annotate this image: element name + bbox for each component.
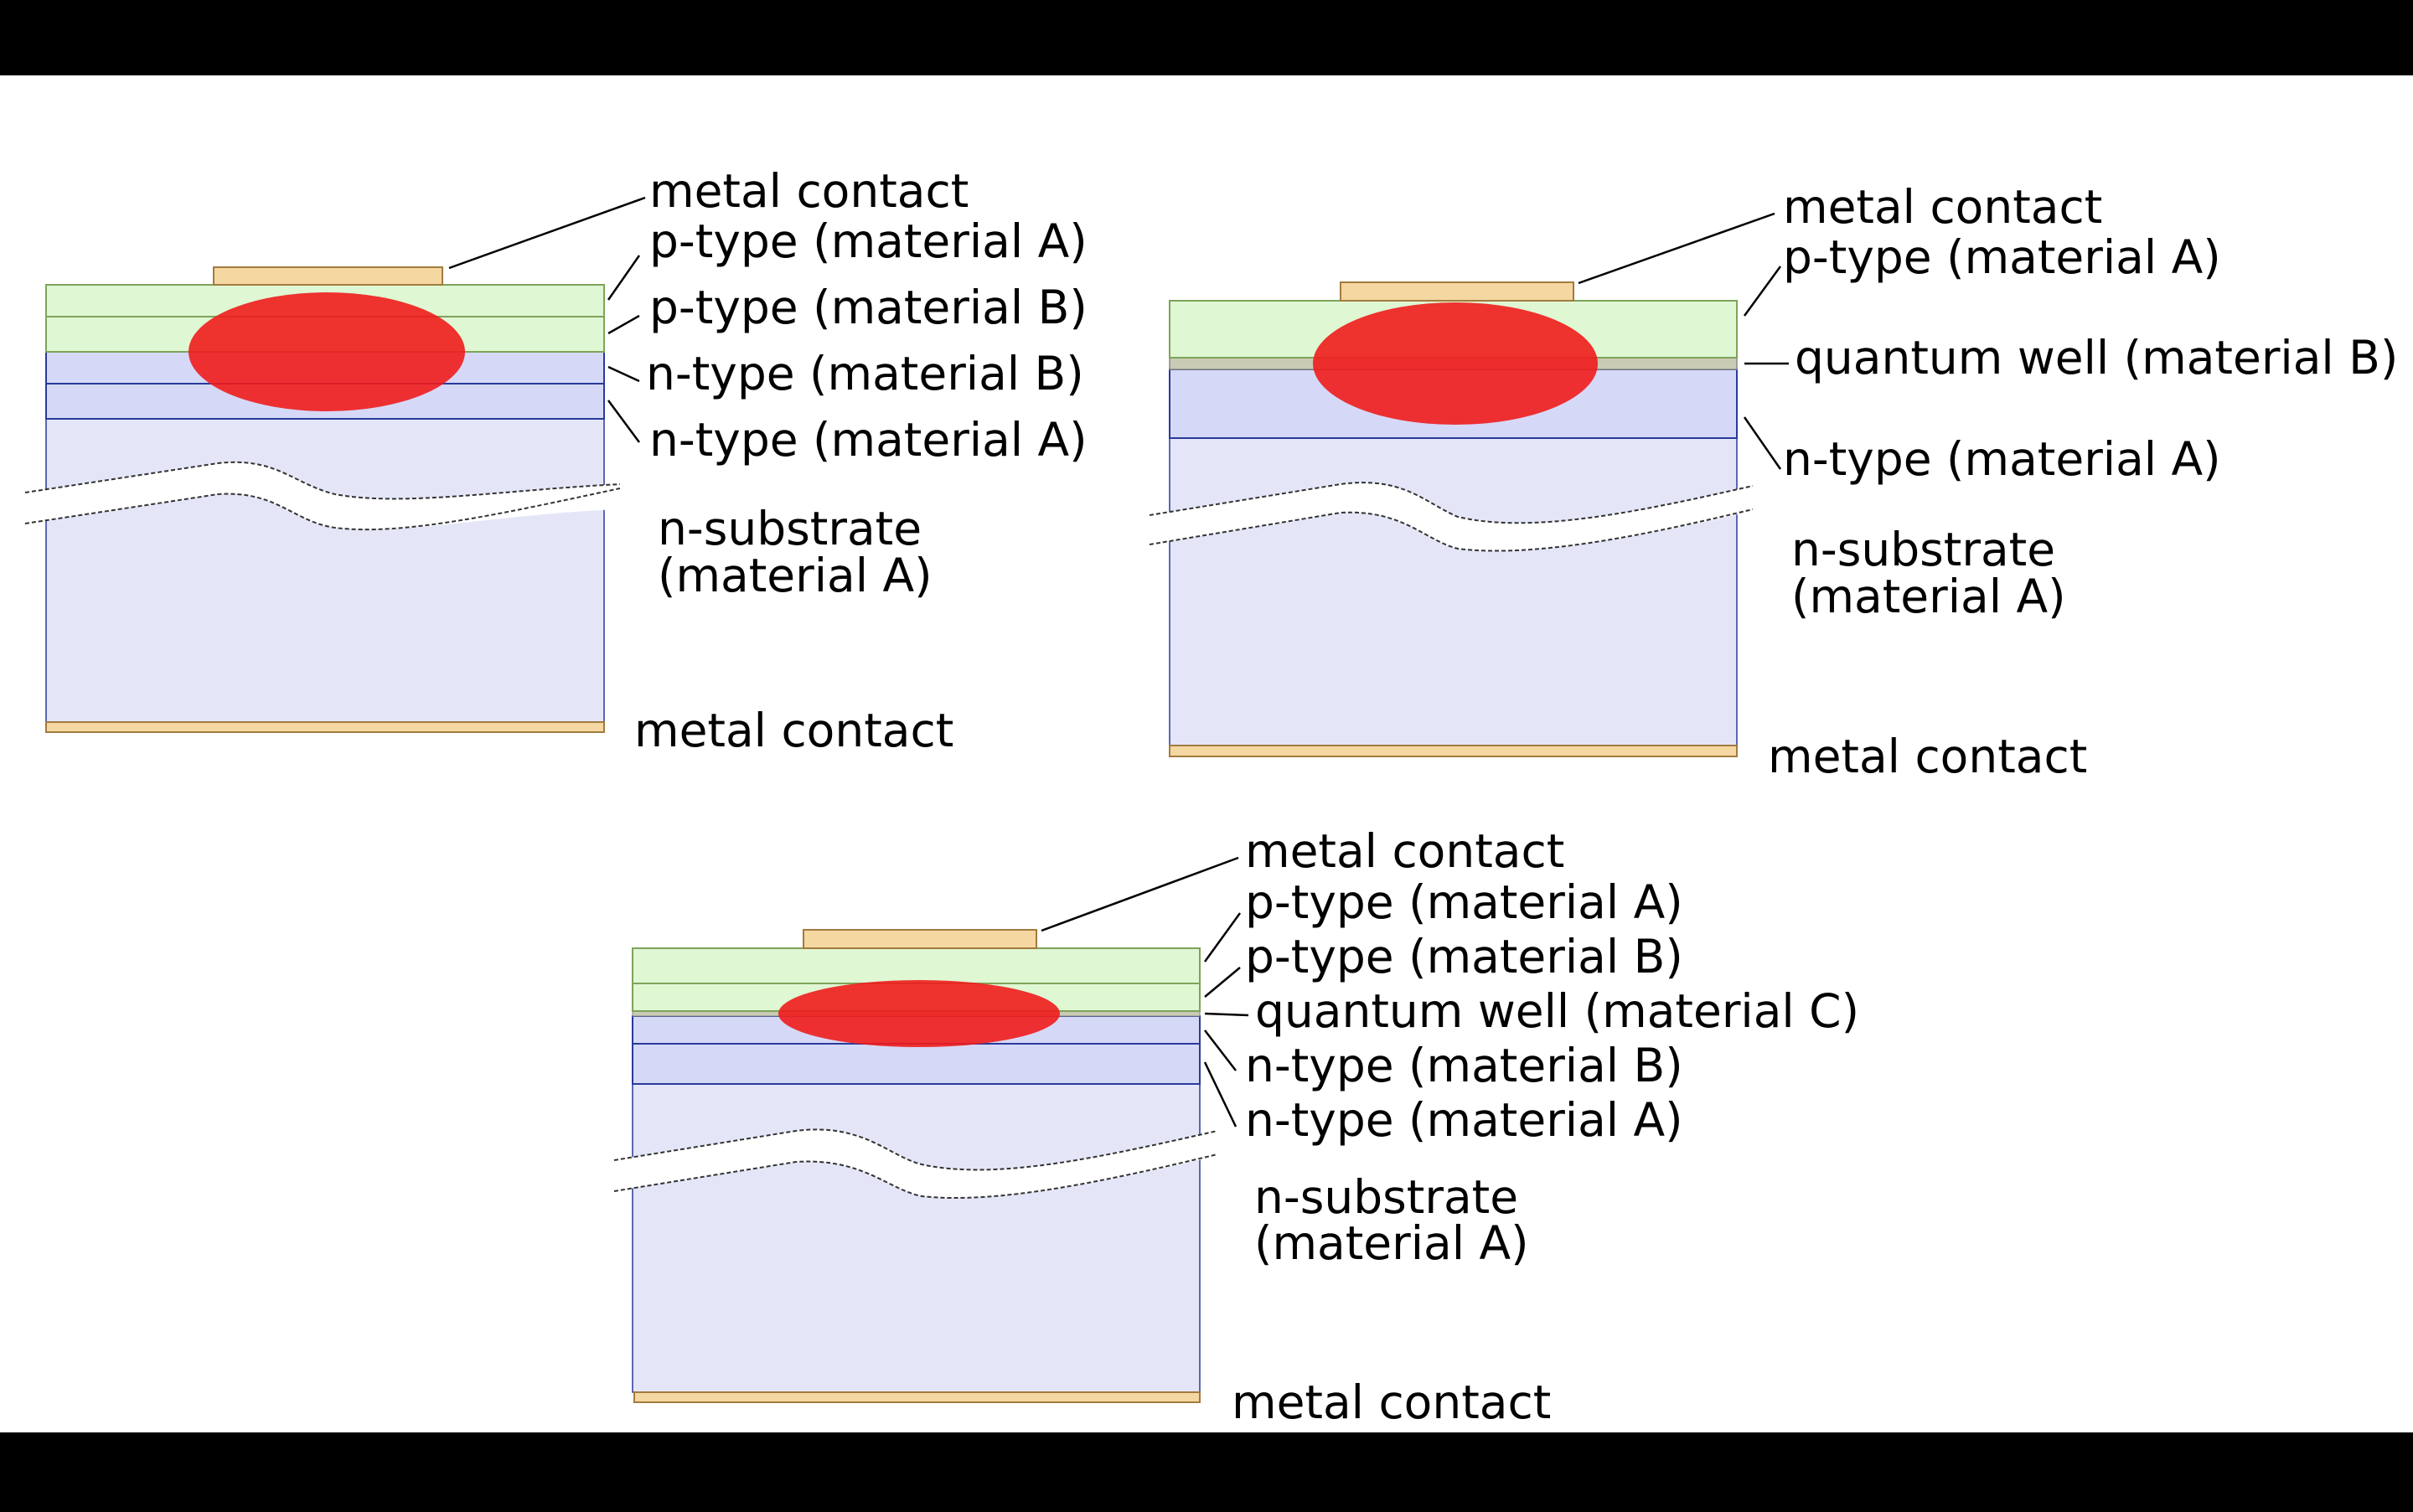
break-mark	[25, 462, 620, 530]
label-n-type-material-b: n-type (material B)	[1245, 1039, 1683, 1092]
label-metal-contact-top: metal contact	[1245, 824, 1564, 878]
substrate	[1169, 437, 1738, 746]
leader-metal-top	[448, 196, 646, 270]
label-substrate-material: (material A)	[1791, 570, 2066, 623]
leader-p-b	[1204, 967, 1241, 998]
metal-contact-bottom	[1169, 745, 1738, 757]
label-metal-contact-bottom: metal contact	[1768, 730, 2087, 783]
optical-mode	[189, 292, 465, 411]
label-n-substrate: n-substrate	[1254, 1170, 1518, 1224]
label-n-substrate: n-substrate	[658, 502, 922, 555]
leader-p-b	[607, 314, 640, 335]
label-p-type-material-a: p-type (material A)	[1245, 875, 1683, 929]
break-edge-upper	[24, 461, 621, 500]
label-n-type-material-b: n-type (material B)	[646, 347, 1084, 400]
label-metal-contact-bottom: metal contact	[1232, 1375, 1551, 1429]
break-edge-lower	[24, 488, 621, 531]
substrate	[45, 417, 605, 730]
label-n-type-material-a: n-type (material A)	[1783, 432, 2221, 486]
leader-p-a	[1203, 912, 1242, 962]
label-n-type-material-a: n-type (material A)	[1245, 1093, 1683, 1147]
leader-p-a	[607, 255, 641, 301]
leader-n-b	[1204, 1030, 1237, 1071]
break-edge-lower	[613, 1153, 1218, 1200]
break-mark	[614, 1129, 1217, 1199]
label-p-type-material-a: p-type (material A)	[1783, 230, 2221, 284]
label-metal-contact-bottom: metal contact	[634, 704, 953, 757]
p-type-material-a-layer	[632, 947, 1201, 984]
metal-contact-bottom	[633, 1391, 1201, 1403]
optical-mode	[778, 980, 1060, 1047]
metal-contact-top	[213, 266, 443, 286]
leader-p-a	[1743, 266, 1782, 317]
diagram-quantum-well-structure: metal contact p-type (material A) quantu…	[1149, 180, 2398, 783]
leader-n-a	[1743, 416, 1782, 470]
diagram-double-heterostructure: metal contact p-type (material A) p-type…	[24, 164, 1088, 757]
n-type-material-a-layer	[632, 1043, 1201, 1085]
substrate	[632, 1083, 1201, 1393]
leader-n-a	[1203, 1061, 1238, 1128]
label-metal-contact-top: metal contact	[649, 164, 969, 218]
optical-mode	[1313, 302, 1598, 425]
label-n-type-material-a: n-type (material A)	[649, 413, 1088, 467]
diagram-separate-confinement-heterostructure: metal contact p-type (material A) p-type…	[613, 824, 1859, 1429]
metal-contact-top	[803, 929, 1037, 949]
break-edge-upper	[613, 1128, 1218, 1171]
label-substrate-material: (material A)	[658, 549, 933, 602]
leader-n-a	[607, 400, 641, 443]
leader-metal-top	[1041, 856, 1239, 932]
label-p-type-material-b: p-type (material B)	[1245, 930, 1683, 983]
label-substrate-material: (material A)	[1254, 1216, 1529, 1270]
label-p-type-material-b: p-type (material B)	[649, 281, 1088, 334]
label-metal-contact-top: metal contact	[1783, 180, 2102, 234]
leader-qw	[1204, 1012, 1249, 1017]
metal-contact-top	[1340, 281, 1574, 302]
label-p-type-material-a: p-type (material A)	[649, 214, 1088, 268]
label-quantum-well: quantum well (material B)	[1795, 331, 2398, 384]
break-edge-lower	[1149, 508, 1754, 552]
leader-metal-top	[1578, 212, 1775, 285]
leader-n-b	[607, 365, 640, 383]
break-edge-upper	[1149, 482, 1754, 524]
label-quantum-well: quantum well (material C)	[1255, 984, 1859, 1038]
metal-contact-bottom	[45, 721, 605, 733]
break-mark	[1150, 482, 1753, 551]
label-n-substrate: n-substrate	[1791, 523, 2055, 576]
